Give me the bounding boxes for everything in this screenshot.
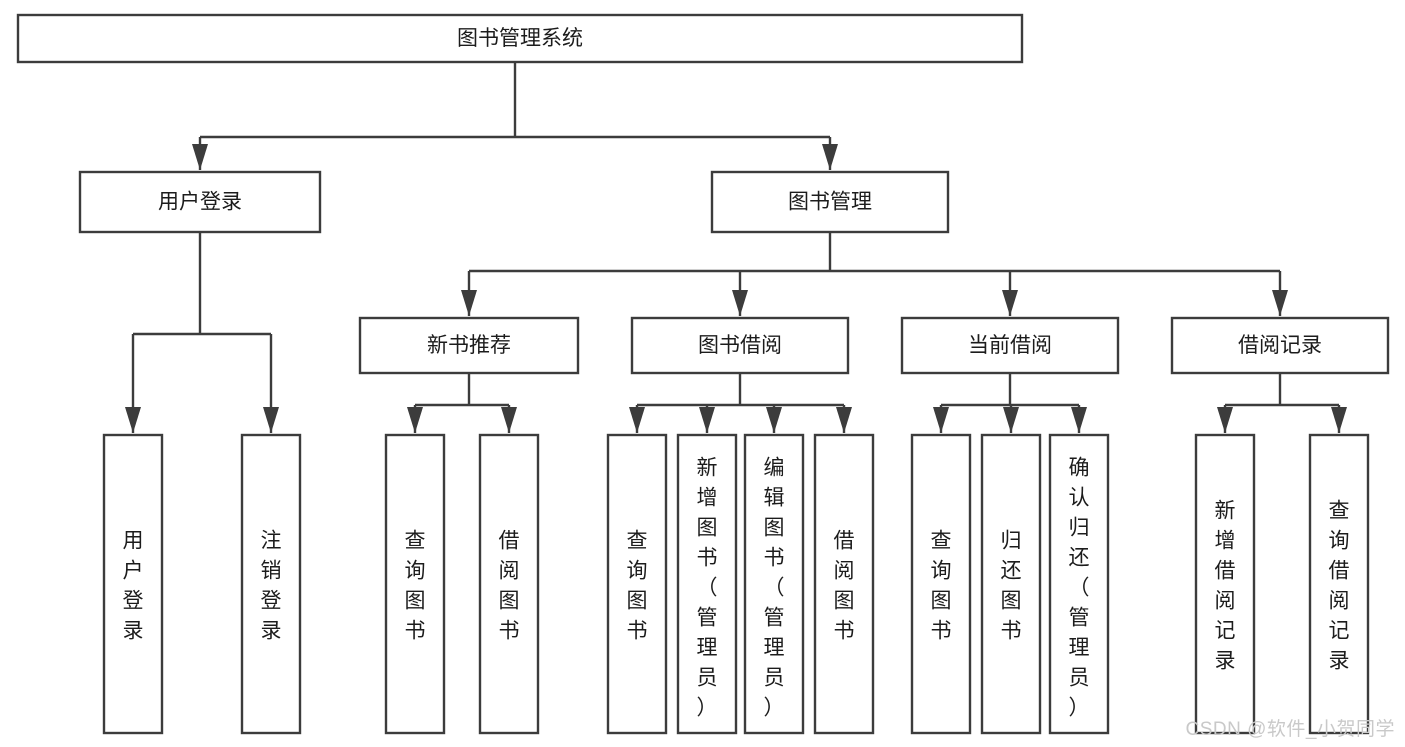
arrow-down-icon bbox=[1002, 290, 1018, 316]
arrow-down-icon bbox=[836, 407, 852, 433]
arrow-down-icon bbox=[263, 407, 279, 433]
level3-node-0-label: 新书推荐 bbox=[427, 334, 511, 357]
leaf-node-7-box[interactable] bbox=[813, 433, 875, 735]
arrow-down-icon bbox=[699, 407, 715, 433]
leaf-node-5-label: 新增图书（管理员） bbox=[697, 457, 718, 720]
leaf-node-10-label: 确认归还（管理员） bbox=[1069, 457, 1090, 720]
leaf-node-2-label: 查询图书 bbox=[405, 529, 426, 642]
level2-node-1-box[interactable] bbox=[710, 170, 950, 234]
arrow-down-icon bbox=[1071, 407, 1087, 433]
leaf-node-12-label: 查询借阅记录 bbox=[1329, 499, 1350, 672]
arrow-down-icon bbox=[501, 407, 517, 433]
arrow-down-icon bbox=[629, 407, 645, 433]
leaf-node-11-box[interactable] bbox=[1194, 433, 1256, 735]
leaf-node-3-label: 借阅图书 bbox=[499, 529, 520, 642]
root-node-图书管理系统-box[interactable] bbox=[16, 13, 1024, 64]
arrow-down-icon bbox=[192, 144, 208, 170]
level3-node-3-label: 借阅记录 bbox=[1238, 334, 1322, 357]
arrow-down-icon bbox=[1331, 407, 1347, 433]
level2-node-0-label: 用户登录 bbox=[158, 191, 242, 214]
level3-node-1-box[interactable] bbox=[630, 316, 850, 375]
arrow-down-icon bbox=[822, 144, 838, 170]
arrow-down-icon bbox=[1003, 407, 1019, 433]
arrow-down-icon bbox=[125, 407, 141, 433]
leaf-node-0-label: 用户登录 bbox=[123, 529, 144, 642]
arrow-down-icon bbox=[1217, 407, 1233, 433]
leaf-node-8-box[interactable] bbox=[910, 433, 972, 735]
leaf-node-12-box[interactable] bbox=[1308, 433, 1370, 735]
leaf-node-5-box[interactable] bbox=[676, 433, 738, 735]
arrow-down-icon bbox=[1272, 290, 1288, 316]
level3-node-0-box[interactable] bbox=[358, 316, 580, 375]
leaf-node-4-box[interactable] bbox=[606, 433, 668, 735]
arrow-down-icon bbox=[933, 407, 949, 433]
leaf-node-3-box[interactable] bbox=[478, 433, 540, 735]
leaf-node-6-box[interactable] bbox=[743, 433, 805, 735]
level2-node-0-box[interactable] bbox=[78, 170, 322, 234]
leaf-node-9-label: 归还图书 bbox=[1001, 529, 1022, 642]
arrow-down-icon bbox=[407, 407, 423, 433]
leaf-node-1-box[interactable] bbox=[240, 433, 302, 735]
level2-node-1-label: 图书管理 bbox=[788, 191, 872, 214]
leaf-node-6-label: 编辑图书（管理员） bbox=[764, 457, 785, 720]
level3-node-2-label: 当前借阅 bbox=[968, 334, 1052, 357]
connector-layer bbox=[125, 62, 1347, 433]
leaf-node-8-label: 查询图书 bbox=[931, 529, 952, 642]
leaf-node-0-box[interactable] bbox=[102, 433, 164, 735]
leaf-node-1-label: 注销登录 bbox=[261, 529, 282, 642]
leaf-node-4-label: 查询图书 bbox=[627, 529, 648, 642]
level3-node-1-label: 图书借阅 bbox=[698, 334, 782, 357]
level3-node-2-box[interactable] bbox=[900, 316, 1120, 375]
arrow-down-icon bbox=[766, 407, 782, 433]
level3-node-3-box[interactable] bbox=[1170, 316, 1390, 375]
leaf-node-9-box[interactable] bbox=[980, 433, 1042, 735]
leaf-node-10-box[interactable] bbox=[1048, 433, 1110, 735]
node-layer: 图书管理系统用户登录图书管理新书推荐图书借阅当前借阅借阅记录用户登录注销登录查询… bbox=[16, 13, 1390, 735]
leaf-node-11-label: 新增借阅记录 bbox=[1215, 499, 1236, 672]
arrow-down-icon bbox=[461, 290, 477, 316]
leaf-node-7-label: 借阅图书 bbox=[834, 529, 855, 642]
root-node-图书管理系统-label: 图书管理系统 bbox=[457, 27, 583, 50]
leaf-node-2-box[interactable] bbox=[384, 433, 446, 735]
arrow-down-icon bbox=[732, 290, 748, 316]
